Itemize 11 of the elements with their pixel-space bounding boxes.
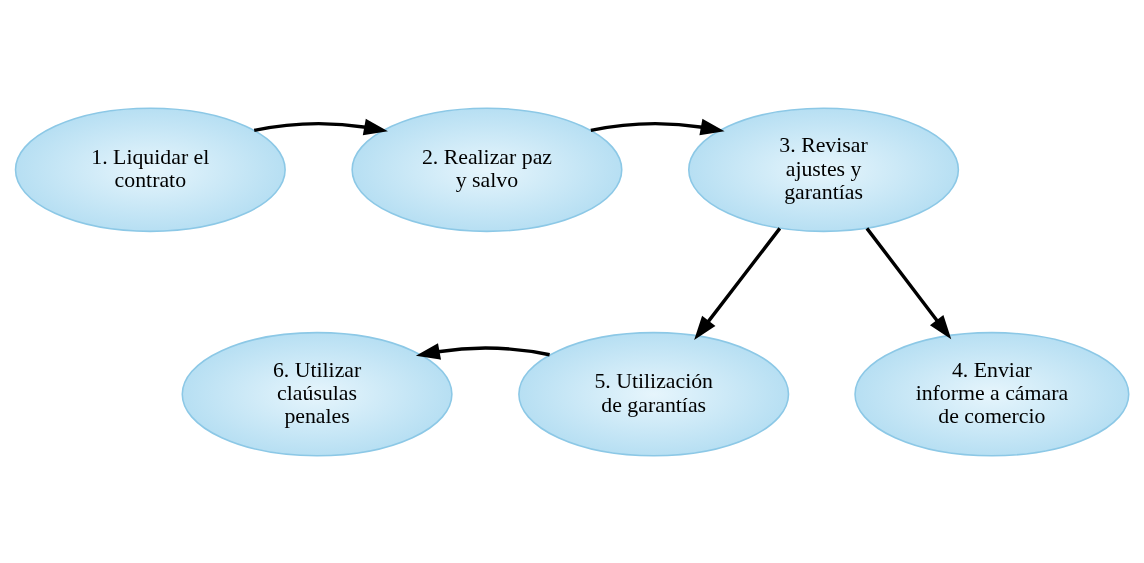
node-ellipse: 1. Liquidar el contrato [14, 106, 286, 232]
node-ellipse: 3. Revisar ajustes y garantías [688, 106, 960, 232]
arrow [590, 118, 725, 135]
node-ellipse: 6. Utilizar claúsulas penales [181, 331, 453, 457]
node-ellipse: 4. Enviar informe a cámara de comercio [854, 331, 1130, 457]
node-ellipse: 5. Utilización de garantías [518, 331, 790, 457]
arrow [253, 118, 388, 135]
arrow [415, 342, 550, 360]
arrow [865, 226, 952, 339]
arrow [694, 226, 782, 340]
node-ellipse: 2. Realizar paz y salvo [351, 106, 623, 232]
